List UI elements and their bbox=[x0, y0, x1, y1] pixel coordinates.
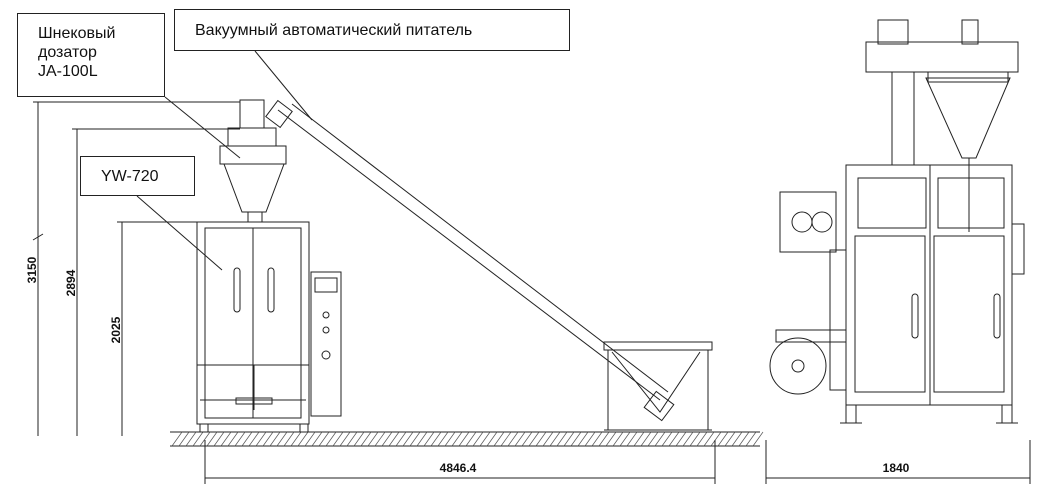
auger-doser-ja100l bbox=[219, 99, 287, 223]
dim-total-height: 3150 bbox=[25, 256, 39, 283]
leader-lines bbox=[136, 50, 313, 271]
side-view-machine bbox=[769, 19, 1025, 424]
ground-floor bbox=[170, 431, 764, 447]
dim-total-length: 4846.4 bbox=[440, 461, 477, 475]
label-vacuum-feeder: Вакуумный автоматический питатель bbox=[174, 9, 570, 51]
length-dimension-lines bbox=[204, 440, 1031, 484]
inclined-screw-feeder bbox=[265, 99, 713, 431]
label-auger-doser: Шнековый дозатор JA-100L bbox=[17, 13, 165, 97]
dim-doser-height: 2894 bbox=[64, 269, 78, 296]
dim-side-width: 1840 bbox=[883, 461, 910, 475]
height-dimension-lines bbox=[32, 101, 240, 436]
label-packing-machine: YW-720 bbox=[80, 156, 195, 196]
packing-machine-yw720 bbox=[196, 221, 342, 433]
dim-machine-height: 2025 bbox=[109, 316, 123, 343]
